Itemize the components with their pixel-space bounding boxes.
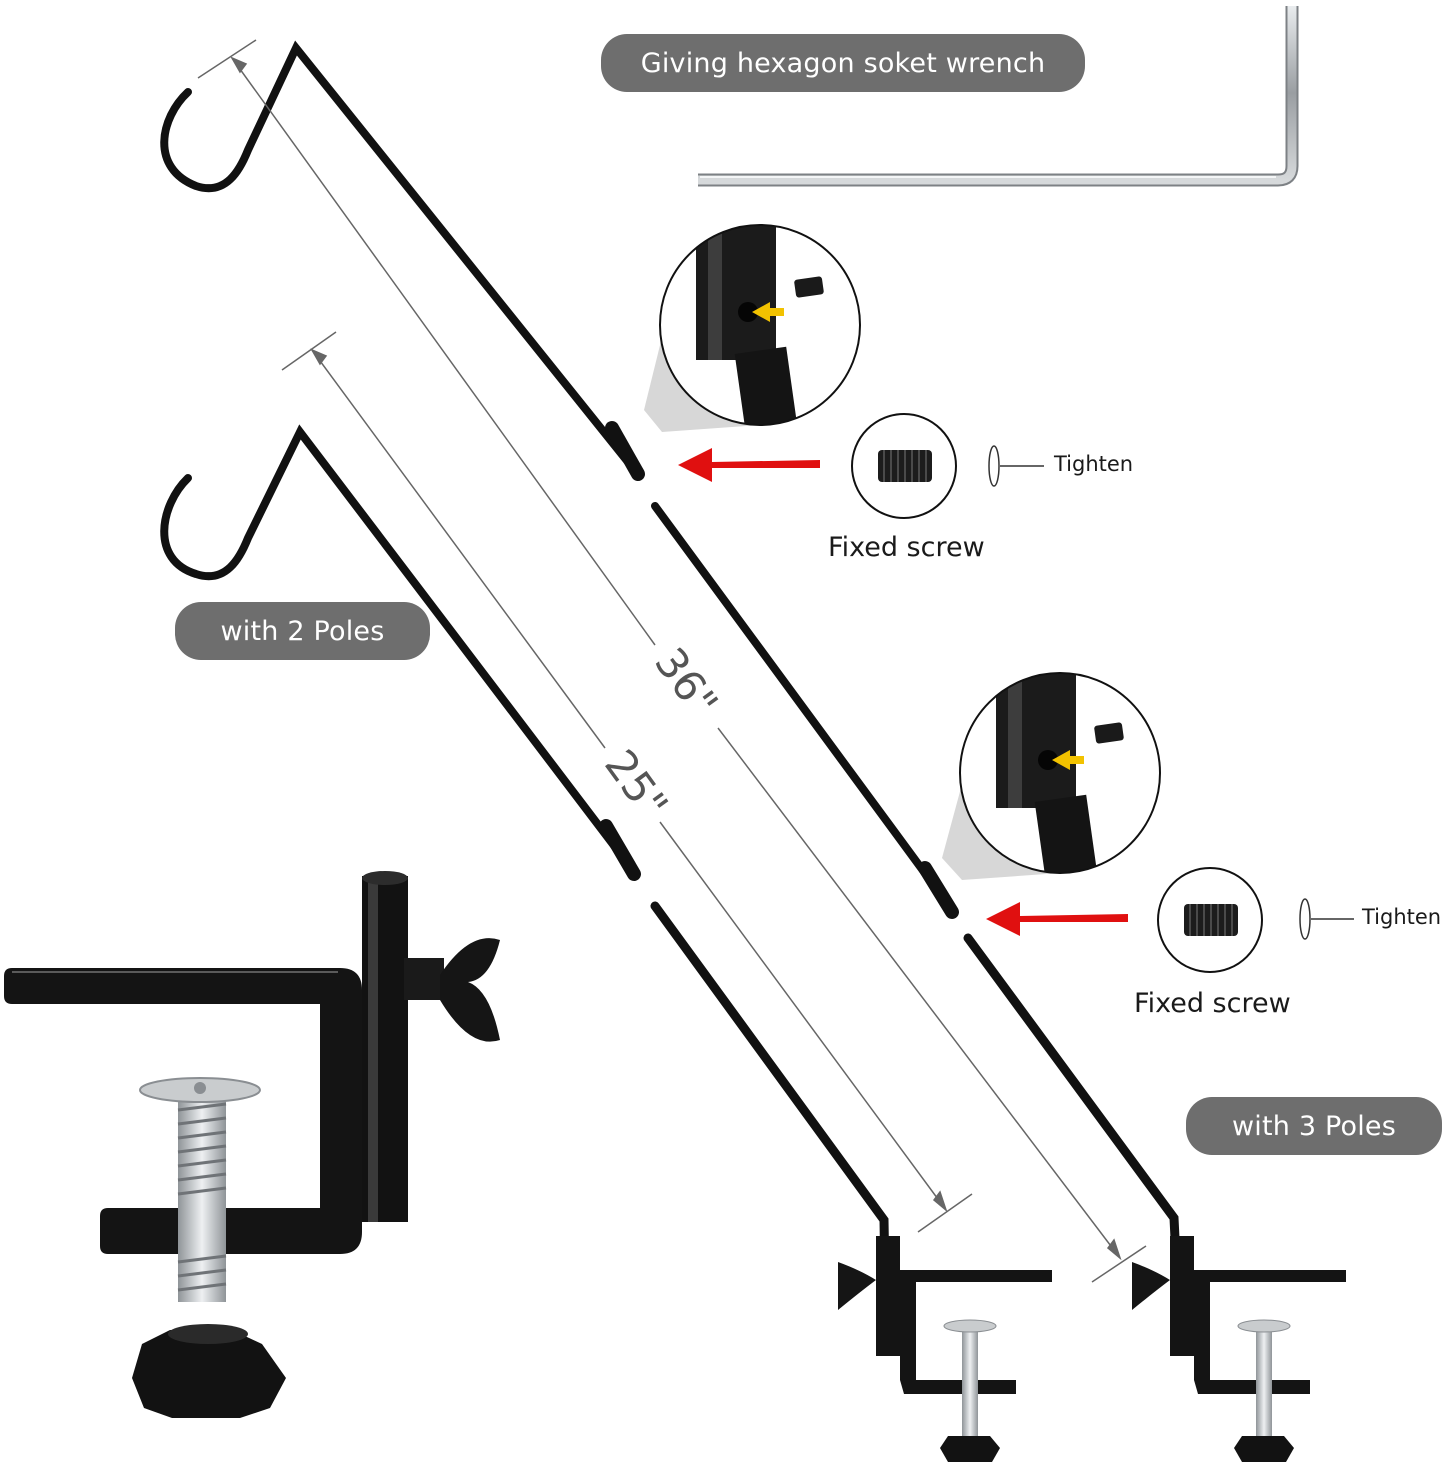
- two-poles-label: with 2 Poles: [220, 615, 385, 647]
- wrench-label-pill: Giving hexagon soket wrench: [601, 34, 1085, 92]
- screw-icon-1: [851, 413, 957, 519]
- three-poles-pill: with 3 Poles: [1186, 1097, 1442, 1155]
- two-poles-pill: with 2 Poles: [175, 602, 430, 660]
- red-arrow-2: [986, 902, 1128, 936]
- hex-wrench: [698, 6, 1299, 187]
- screw-icon-2: [1157, 867, 1263, 973]
- tighten-label-2: Tighten: [1362, 905, 1442, 929]
- joint-detail-1: [644, 224, 861, 432]
- dimension-lines: [197, 39, 1147, 1283]
- fixed-screw-label-2: Fixed screw: [1134, 988, 1291, 1019]
- red-arrow-1: [678, 448, 820, 482]
- wrench-label: Giving hexagon soket wrench: [640, 47, 1046, 79]
- three-poles-label: with 3 Poles: [1231, 1110, 1397, 1142]
- fixed-screw-label-1: Fixed screw: [828, 532, 985, 563]
- tighten-symbol-2: [1299, 898, 1354, 940]
- big-clamp: [4, 871, 500, 1418]
- tighten-symbol-1: [988, 445, 1044, 487]
- small-clamp-right: [1132, 1236, 1346, 1462]
- joint-detail-2: [942, 672, 1161, 880]
- small-clamp-left: [838, 1236, 1052, 1462]
- tighten-label-1: Tighten: [1054, 452, 1134, 476]
- short-pole: [160, 424, 891, 1345]
